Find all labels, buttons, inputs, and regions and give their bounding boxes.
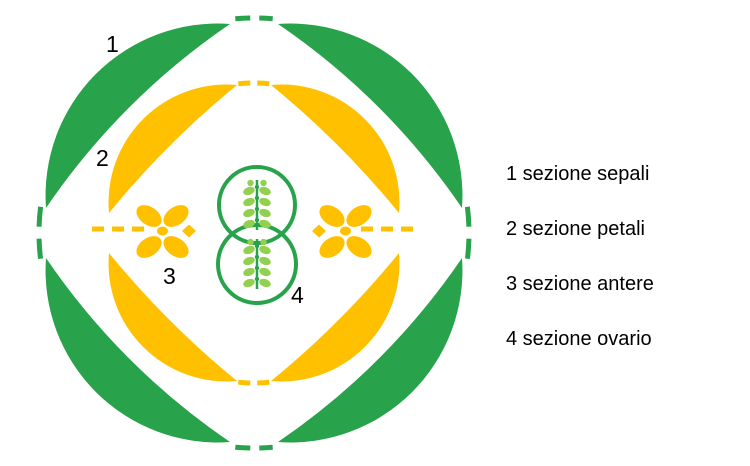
ovule (259, 208, 271, 218)
sepal-top-right (278, 23, 463, 209)
callout-sepals: 1 (106, 31, 119, 57)
sepal-top-left (45, 23, 230, 209)
sepal-gap-dashes-top (235, 15, 273, 22)
sepal-gap-dashes-bottom (235, 444, 273, 451)
ovule (259, 245, 271, 255)
ovule (259, 197, 271, 207)
ovule (243, 278, 255, 288)
sepal-bottom-right (278, 258, 463, 443)
anther-connective (340, 226, 351, 236)
axis-dot (254, 243, 260, 249)
sepal-gap-dashes-left (36, 206, 44, 260)
petal-gap-dashes-bottom (238, 379, 270, 386)
ovule-dot (260, 238, 267, 246)
axis-dot (254, 276, 260, 282)
anther-left (136, 205, 196, 258)
anther-connective (157, 226, 168, 236)
anther-right (312, 205, 372, 258)
anther-lobe (319, 236, 345, 258)
anther-lobe (136, 205, 162, 227)
callout-ovary: 4 (291, 282, 304, 308)
petal-bottom-left (108, 253, 237, 382)
legend-item-sepals: 1 sezione sepali (506, 163, 650, 185)
anther-lobe (136, 236, 162, 258)
callout-petals: 2 (96, 145, 109, 171)
ovule (259, 256, 271, 266)
petal-gap-dashes-top (238, 80, 270, 87)
ovule-cluster-top (243, 179, 271, 230)
sepal-whorl (36, 15, 472, 451)
anther-inner-diamond (182, 224, 196, 238)
anther-lobe (319, 205, 345, 227)
sepal-gap-dashes-right (464, 206, 472, 260)
petal-top-left (108, 84, 237, 213)
ovule (259, 267, 271, 277)
callout-numbers: 1 2 3 4 (96, 31, 304, 308)
axis-dot (254, 184, 260, 190)
axis-dot (254, 254, 260, 260)
petal-bottom-right (271, 253, 400, 382)
axis-dot (254, 217, 260, 223)
ovule (259, 278, 271, 288)
ovary (216, 165, 298, 305)
legend-item-petals: 2 sezione petali (506, 218, 645, 240)
ovule-dot (247, 179, 254, 187)
floral-diagram: 1 2 3 4 (36, 15, 472, 451)
petal-whorl (92, 80, 416, 386)
axis-dot (254, 195, 260, 201)
petal-top-right (271, 84, 400, 213)
ovule (259, 186, 271, 196)
ovule-dot (260, 179, 267, 187)
legend: 1 sezione sepali 2 sezione petali 3 sezi… (506, 163, 736, 383)
sepal-bottom-left (45, 258, 230, 443)
ovule (243, 208, 255, 218)
ovule (259, 219, 271, 229)
anther-lobe (163, 236, 189, 258)
axis-dot (254, 265, 260, 271)
ovule (243, 245, 255, 255)
anther-inner-diamond (312, 224, 326, 238)
callout-anthers: 3 (163, 263, 176, 289)
ovule-dot (247, 238, 254, 246)
legend-item-anthers: 3 sezione antere (506, 273, 654, 295)
ovule (243, 186, 255, 196)
legend-item-ovary: 4 sezione ovario (506, 328, 652, 350)
ovule (243, 256, 255, 266)
anther-lobe (346, 205, 372, 227)
axis-dot (254, 206, 260, 212)
ovule-cluster-bottom (243, 238, 271, 289)
anther-lobe (163, 205, 189, 227)
ovule (243, 219, 255, 229)
ovule (243, 267, 255, 277)
ovule (243, 197, 255, 207)
anther-lobe (346, 236, 372, 258)
